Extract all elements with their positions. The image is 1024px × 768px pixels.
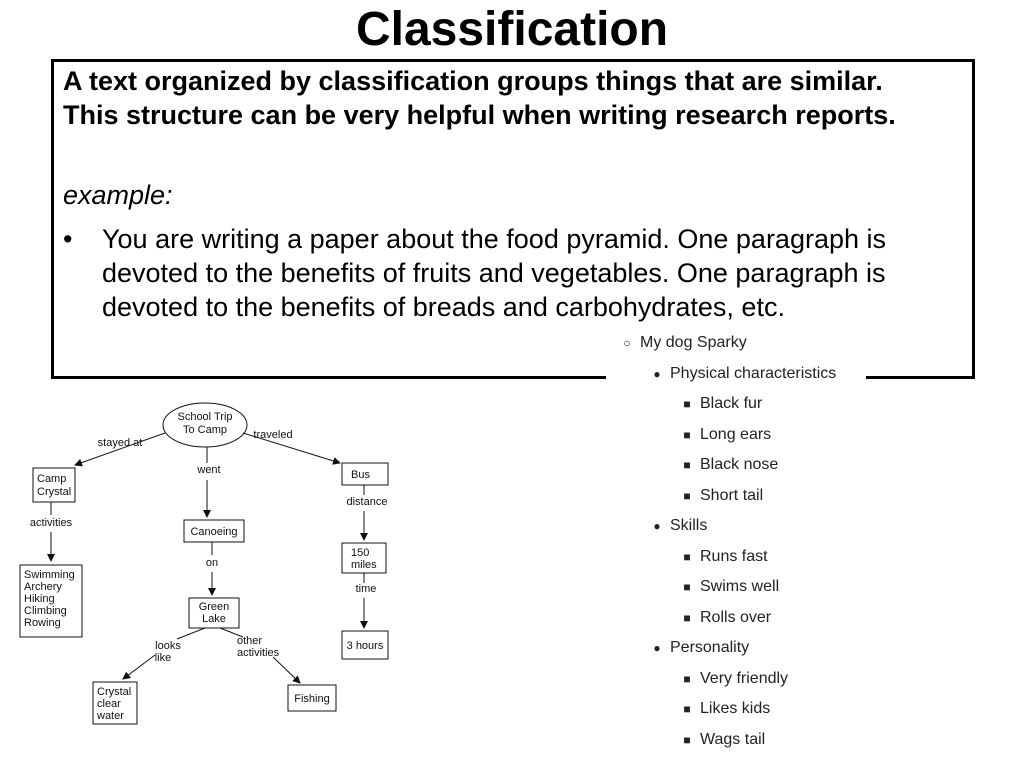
square-bullet-icon: ■	[683, 428, 691, 442]
green-lake-line-2: Lake	[202, 613, 226, 625]
outline-group: ●Physical characteristics	[653, 364, 836, 384]
square-bullet-icon: ■	[683, 702, 691, 716]
outline-item: ■Swims well	[683, 577, 779, 597]
outline-group: ●Skills	[653, 516, 707, 536]
bus-node	[341, 462, 389, 486]
bullet-marker: •	[63, 224, 73, 254]
green-lake-line-1: Green	[199, 601, 230, 613]
link-traveled: traveled	[253, 429, 292, 441]
miles-line-2: miles	[351, 559, 377, 571]
square-bullet-icon: ■	[683, 580, 691, 594]
outline-item: ■Rolls over	[683, 608, 771, 628]
activity-5: Rowing	[24, 617, 61, 629]
center-line-2: To Camp	[183, 424, 227, 436]
crystal-water-node	[92, 681, 138, 725]
square-bullet-icon: ■	[683, 672, 691, 686]
definition-box: A text organized by classification group…	[51, 59, 975, 379]
activities-list-node	[19, 564, 83, 638]
bullet-text: You are writing a paper about the food p…	[102, 224, 887, 322]
square-bullet-icon: ■	[683, 733, 691, 747]
bullet-icon: ●	[653, 641, 661, 655]
outline-root: ○My dog Sparky	[623, 333, 746, 353]
crystal-line-2: clear	[97, 698, 121, 710]
link-activities: activities	[30, 517, 73, 529]
fishing-label: Fishing	[294, 693, 329, 705]
activity-2: Archery	[24, 581, 62, 593]
fishing-node	[287, 684, 337, 712]
square-bullet-icon: ■	[683, 489, 691, 503]
square-bullet-icon: ■	[683, 611, 691, 625]
bullet-icon: ●	[653, 519, 661, 533]
crystal-line-1: Crystal	[97, 686, 131, 698]
outline-item: ■Long ears	[683, 425, 771, 445]
crystal-line-3: water	[96, 710, 124, 722]
link-looks-2: like	[155, 652, 172, 664]
link-other-2: activities	[237, 647, 280, 659]
bus-label: Bus	[351, 469, 370, 481]
link-other-1: other	[237, 635, 262, 647]
activity-3: Hiking	[24, 593, 55, 605]
hours-label: 3 hours	[347, 640, 384, 652]
center-node	[162, 402, 248, 448]
camp-node	[32, 467, 76, 503]
square-bullet-icon: ■	[683, 397, 691, 411]
outline-item: ■Likes kids	[683, 699, 770, 719]
camp-line-1: Camp	[37, 473, 66, 485]
outline-item: ■Runs fast	[683, 547, 767, 567]
outline-item: ■Black nose	[683, 455, 778, 475]
bullet-icon: ●	[653, 367, 661, 381]
example-label: example:	[63, 180, 173, 210]
green-lake-node	[188, 597, 240, 629]
intro-text: A text organized by classification group…	[63, 66, 896, 130]
hollow-bullet-icon: ○	[623, 336, 631, 350]
camp-line-2: Crystal	[37, 486, 71, 498]
slide-title: Classification	[355, 3, 669, 56]
outline-item: ■Very friendly	[683, 669, 788, 689]
square-bullet-icon: ■	[683, 458, 691, 472]
link-looks-1: looks	[155, 640, 181, 652]
square-bullet-icon: ■	[683, 550, 691, 564]
link-stayed-at: stayed at	[98, 437, 143, 449]
concept-map: School Trip To Camp stayed at went trave…	[19, 402, 389, 725]
outline-item: ■Wags tail	[683, 730, 765, 750]
outline-item: ■Short tail	[683, 486, 763, 506]
outline-item: ■Black fur	[683, 394, 762, 414]
miles-line-1: 150	[351, 547, 369, 559]
link-on: on	[206, 557, 218, 569]
canoeing-node	[183, 519, 245, 543]
activity-4: Climbing	[24, 605, 67, 617]
link-distance: distance	[347, 496, 388, 508]
activity-1: Swimming	[24, 569, 75, 581]
hours-node	[341, 630, 389, 660]
outline-list: ○My dog Sparky ●Physical characteristics…	[606, 328, 866, 760]
outline-group: ●Personality	[653, 638, 749, 658]
link-time: time	[356, 583, 377, 595]
center-line-1: School Trip	[177, 411, 232, 423]
canoeing-label: Canoeing	[190, 526, 237, 538]
link-went: went	[196, 464, 220, 476]
